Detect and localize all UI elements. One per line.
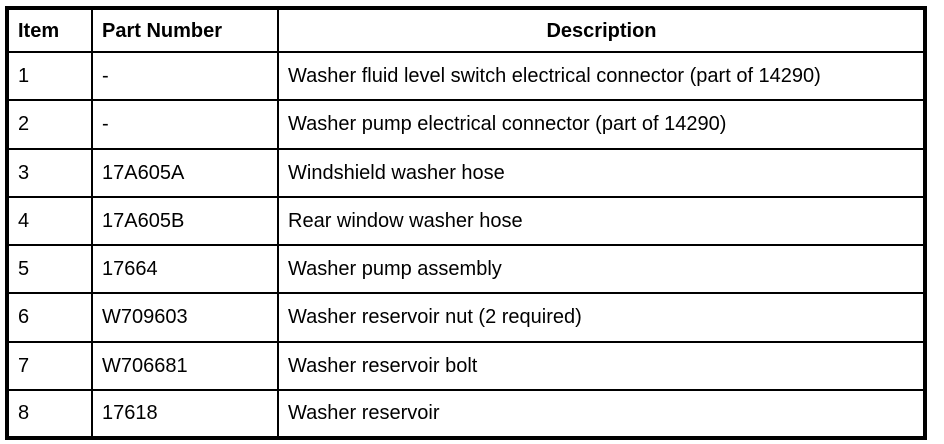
table-row: 4 17A605B Rear window washer hose bbox=[6, 195, 926, 247]
column-header-part-number: Part Number bbox=[91, 7, 279, 53]
item-cell: 5 bbox=[6, 243, 93, 295]
part-number-cell: - bbox=[91, 99, 279, 150]
description-cell: Washer reservoir bolt bbox=[277, 340, 926, 391]
item-cell: 1 bbox=[6, 50, 93, 102]
description-cell: Washer pump electrical connector (part o… bbox=[277, 99, 926, 150]
part-number-cell: 17A605B bbox=[91, 195, 279, 247]
item-cell: 7 bbox=[6, 340, 93, 391]
description-cell: Washer reservoir bbox=[277, 388, 926, 440]
column-header-description: Description bbox=[277, 7, 926, 53]
part-number-cell: - bbox=[91, 50, 279, 102]
table-row: 8 17618 Washer reservoir bbox=[6, 388, 926, 440]
table-row: 1 - Washer fluid level switch electrical… bbox=[6, 50, 926, 102]
part-number-cell: 17618 bbox=[91, 388, 279, 440]
header-row: Item Part Number Description bbox=[6, 7, 926, 53]
part-number-cell: 17664 bbox=[91, 243, 279, 295]
table-row: 6 W709603 Washer reservoir nut (2 requir… bbox=[6, 292, 926, 343]
table-row: 5 17664 Washer pump assembly bbox=[6, 243, 926, 295]
item-cell: 8 bbox=[6, 388, 93, 440]
table-row: 3 17A605A Windshield washer hose bbox=[6, 147, 926, 198]
parts-table-header: Item Part Number Description bbox=[6, 7, 926, 53]
description-cell: Washer pump assembly bbox=[277, 243, 926, 295]
parts-table: Item Part Number Description 1 - Washer … bbox=[5, 6, 927, 440]
item-cell: 4 bbox=[6, 195, 93, 247]
item-cell: 6 bbox=[6, 292, 93, 343]
description-cell: Washer fluid level switch electrical con… bbox=[277, 50, 926, 102]
item-cell: 3 bbox=[6, 147, 93, 198]
item-cell: 2 bbox=[6, 99, 93, 150]
part-number-cell: 17A605A bbox=[91, 147, 279, 198]
description-cell: Washer reservoir nut (2 required) bbox=[277, 292, 926, 343]
description-cell: Windshield washer hose bbox=[277, 147, 926, 198]
description-cell: Rear window washer hose bbox=[277, 195, 926, 247]
parts-table-body: 1 - Washer fluid level switch electrical… bbox=[6, 50, 926, 440]
part-number-cell: W709603 bbox=[91, 292, 279, 343]
column-header-item: Item bbox=[6, 7, 93, 53]
table-row: 7 W706681 Washer reservoir bolt bbox=[6, 340, 926, 391]
part-number-cell: W706681 bbox=[91, 340, 279, 391]
table-row: 2 - Washer pump electrical connector (pa… bbox=[6, 99, 926, 150]
